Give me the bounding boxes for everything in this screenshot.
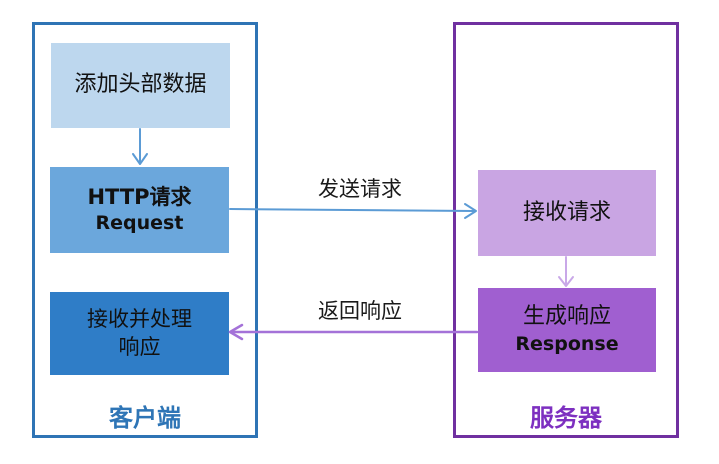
- generate-response-line2: Response: [515, 332, 619, 355]
- return-response-label: 返回响应: [318, 299, 402, 323]
- server-label: 服务器: [530, 404, 602, 432]
- receive-process-line2: 响应: [118, 334, 161, 359]
- add-header-text: 添加头部数据: [74, 72, 207, 98]
- add-header-box: 添加头部数据: [51, 43, 230, 128]
- generate-response-box: 生成响应 Response: [478, 288, 656, 372]
- return-response-arrow-icon: [228, 323, 479, 341]
- send-request-label: 发送请求: [318, 177, 402, 201]
- receive-request-box: 接收请求: [478, 170, 656, 256]
- http-request-line1: HTTP请求: [87, 185, 192, 209]
- http-request-box: HTTP请求 Request: [50, 167, 229, 253]
- receive-process-box: 接收并处理 响应: [50, 292, 229, 375]
- http-request-line2: Request: [95, 212, 184, 235]
- generate-response-line1: 生成响应: [522, 304, 611, 330]
- client-label: 客户端: [109, 404, 181, 432]
- receive-request-text: 接收请求: [522, 199, 611, 225]
- receive-process-line1: 接收并处理: [87, 307, 192, 332]
- send-request-arrow-icon: [229, 203, 477, 219]
